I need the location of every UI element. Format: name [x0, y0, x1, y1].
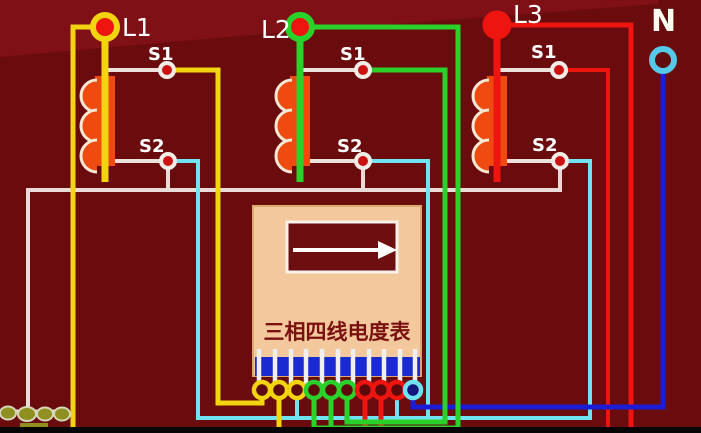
meter-terminal-7 [354, 379, 376, 401]
meter-terminal-1 [251, 379, 273, 401]
terminals-layer [90, 10, 677, 401]
ct-coil-winding [471, 138, 490, 174]
wire-red-l3-supply [509, 22, 634, 429]
l2-terminal [285, 12, 315, 42]
wires-layer [26, 22, 666, 431]
n-terminal [649, 46, 677, 74]
label-l1: L1 [122, 13, 152, 42]
ct-coil-winding [274, 138, 293, 174]
ct1-s2-terminal [159, 152, 177, 170]
ground-lug [0, 405, 17, 421]
meter-terminal-3 [286, 379, 308, 401]
wire-red-ct3-s1 [566, 68, 610, 429]
meter-terminal-2 [268, 379, 290, 401]
label-ct3-s2: S2 [532, 135, 558, 156]
ct3-s1-terminal [550, 61, 568, 79]
energy-meter: 三相四线电度表 [252, 205, 422, 377]
ct-coil-winding [79, 138, 98, 174]
label-ct2-s1: S1 [340, 44, 366, 65]
rotation-arrow-head [378, 241, 397, 259]
wire-s2-ground-bus [26, 166, 562, 410]
l3-terminal [482, 10, 512, 40]
wire-green-ct2-s1-loop [344, 67, 448, 425]
meter-name-label: 三相四线电度表 [264, 320, 412, 344]
label-ct3-s1: S1 [531, 42, 557, 63]
wire-cyan-s2-main [173, 159, 592, 420]
meter-terminal-5 [320, 379, 342, 401]
label-n: N [651, 4, 676, 39]
wire-cyan-s2-ct2-drop [370, 159, 430, 418]
ct1-s1-terminal [158, 61, 176, 79]
ground-lug [36, 406, 54, 422]
ground-lug [17, 406, 37, 422]
current-transformers-layer [79, 27, 507, 182]
meter-terminal-8 [370, 379, 392, 401]
meter-terminal-10 [402, 379, 424, 401]
label-ct2-s2: S2 [337, 136, 363, 157]
l1-terminal [90, 12, 120, 42]
wire-yellow-l1-supply [70, 24, 93, 429]
meter-terminal-6 [336, 379, 358, 401]
ct2-s2-terminal [354, 152, 372, 170]
bottom-strip [0, 427, 701, 433]
label-l3: L3 [513, 0, 543, 29]
ground-base [20, 423, 48, 429]
ct3-s2-terminal [551, 152, 569, 170]
meter-terminal-9 [386, 379, 408, 401]
ground-lug [53, 406, 71, 422]
label-l2: L2 [261, 15, 291, 44]
label-ct1-s1: S1 [148, 44, 174, 65]
label-ct1-s2: S2 [139, 136, 165, 157]
ground-bar [0, 405, 71, 429]
meter-terminal-4 [303, 379, 325, 401]
ct2-s1-terminal [354, 61, 372, 79]
